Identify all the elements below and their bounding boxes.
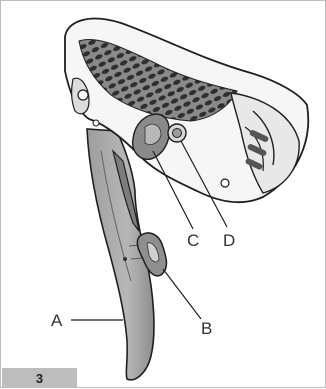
callout-label-a: A — [51, 311, 63, 330]
adjustment-screw — [168, 124, 186, 142]
callout-line-b — [163, 269, 201, 319]
figure-number: 3 — [36, 371, 43, 386]
callout-label-c: C — [187, 231, 199, 250]
callout-label-d: D — [223, 231, 235, 250]
callout-label-b: B — [201, 319, 212, 338]
figure-number-tab: 3 — [2, 368, 77, 388]
